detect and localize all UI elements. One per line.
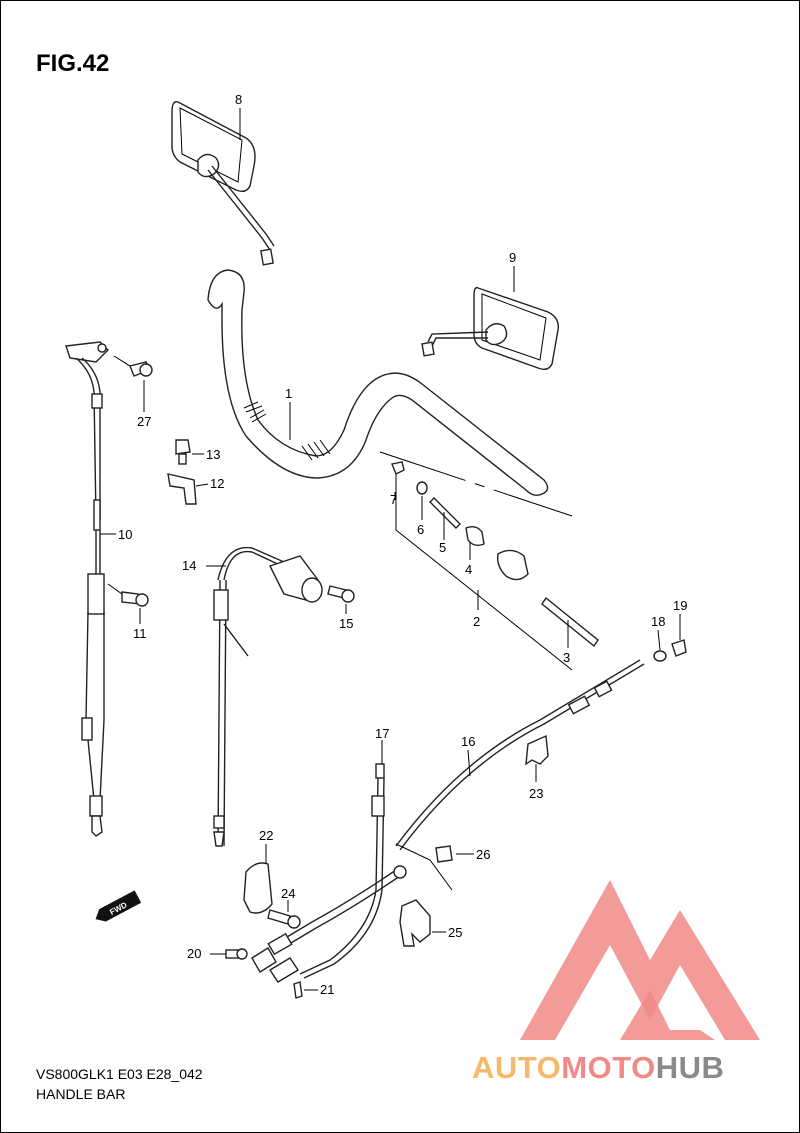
callout-14: 14 xyxy=(182,558,196,573)
bolt-26 xyxy=(435,845,453,863)
leader-16 xyxy=(467,749,471,777)
throttle-cable xyxy=(65,341,109,837)
callout-4: 4 xyxy=(465,562,472,577)
pin-20 xyxy=(225,948,248,960)
leader-11a xyxy=(107,583,123,595)
callout-16: 16 xyxy=(461,734,475,749)
adjuster-18 xyxy=(653,650,667,662)
mirror-left xyxy=(171,101,275,266)
callout-5: 5 xyxy=(439,540,446,555)
watermark-part-moto: MOTO xyxy=(561,1050,656,1085)
mirror-right xyxy=(421,286,559,371)
clamp-group-bracket xyxy=(395,472,573,671)
callout-3: 3 xyxy=(563,650,570,665)
bolt-11 xyxy=(121,591,149,607)
callout-15: 15 xyxy=(339,616,353,631)
callout-13: 13 xyxy=(206,447,220,462)
callout-18: 18 xyxy=(651,614,665,629)
bracket-25 xyxy=(393,865,431,947)
callout-22: 22 xyxy=(259,828,273,843)
section-name: HANDLE BAR xyxy=(36,1086,126,1102)
callout-2: 2 xyxy=(473,614,480,629)
callout-12: 12 xyxy=(210,476,224,491)
callout-7: 7 xyxy=(390,492,397,507)
clip-21 xyxy=(293,981,303,999)
leader-12 xyxy=(195,483,209,487)
callout-10: 10 xyxy=(118,527,132,542)
handlebar xyxy=(207,269,549,497)
callout-21: 21 xyxy=(320,982,334,997)
clutch-cable-16 xyxy=(395,659,645,851)
screw-24 xyxy=(267,909,301,929)
leader-27a xyxy=(113,355,131,367)
model-code: VS800GLK1 E03 E28_042 xyxy=(36,1066,203,1082)
callout-9: 9 xyxy=(509,250,516,265)
callout-25: 25 xyxy=(448,925,462,940)
watermark-logo xyxy=(520,880,760,1040)
watermark-text: AUTOMOTOHUB xyxy=(472,1050,724,1086)
bracket-23 xyxy=(525,734,549,766)
callout-11: 11 xyxy=(133,626,147,641)
callout-17: 17 xyxy=(375,726,389,741)
cable-lower xyxy=(251,869,401,983)
screw-15 xyxy=(327,585,355,603)
watermark-part-auto: AUTO xyxy=(472,1050,562,1085)
callout-6: 6 xyxy=(417,522,424,537)
figure-title: FIG.42 xyxy=(36,50,110,77)
callout-8: 8 xyxy=(235,92,242,107)
clamp-axis-line xyxy=(379,451,573,517)
bolt-13 xyxy=(175,439,191,465)
mount-outline xyxy=(395,843,453,891)
holder-parts xyxy=(391,461,599,648)
callout-24: 24 xyxy=(281,886,295,901)
callout-19: 19 xyxy=(673,598,687,613)
fwd-arrow-icon: FWD xyxy=(95,890,142,922)
callout-26: 26 xyxy=(476,847,490,862)
clamp-12 xyxy=(167,473,197,505)
callout-1: 1 xyxy=(285,386,292,401)
callout-23: 23 xyxy=(529,786,543,801)
cable-17 xyxy=(299,763,385,979)
callout-20: 20 xyxy=(187,946,201,961)
leader-18 xyxy=(657,629,661,651)
screw-27 xyxy=(129,361,153,377)
switch-14 xyxy=(213,546,323,847)
holder-22 xyxy=(243,862,273,914)
callout-27: 27 xyxy=(137,414,151,429)
watermark-part-hub: HUB xyxy=(655,1050,725,1085)
nut-19 xyxy=(671,639,687,657)
